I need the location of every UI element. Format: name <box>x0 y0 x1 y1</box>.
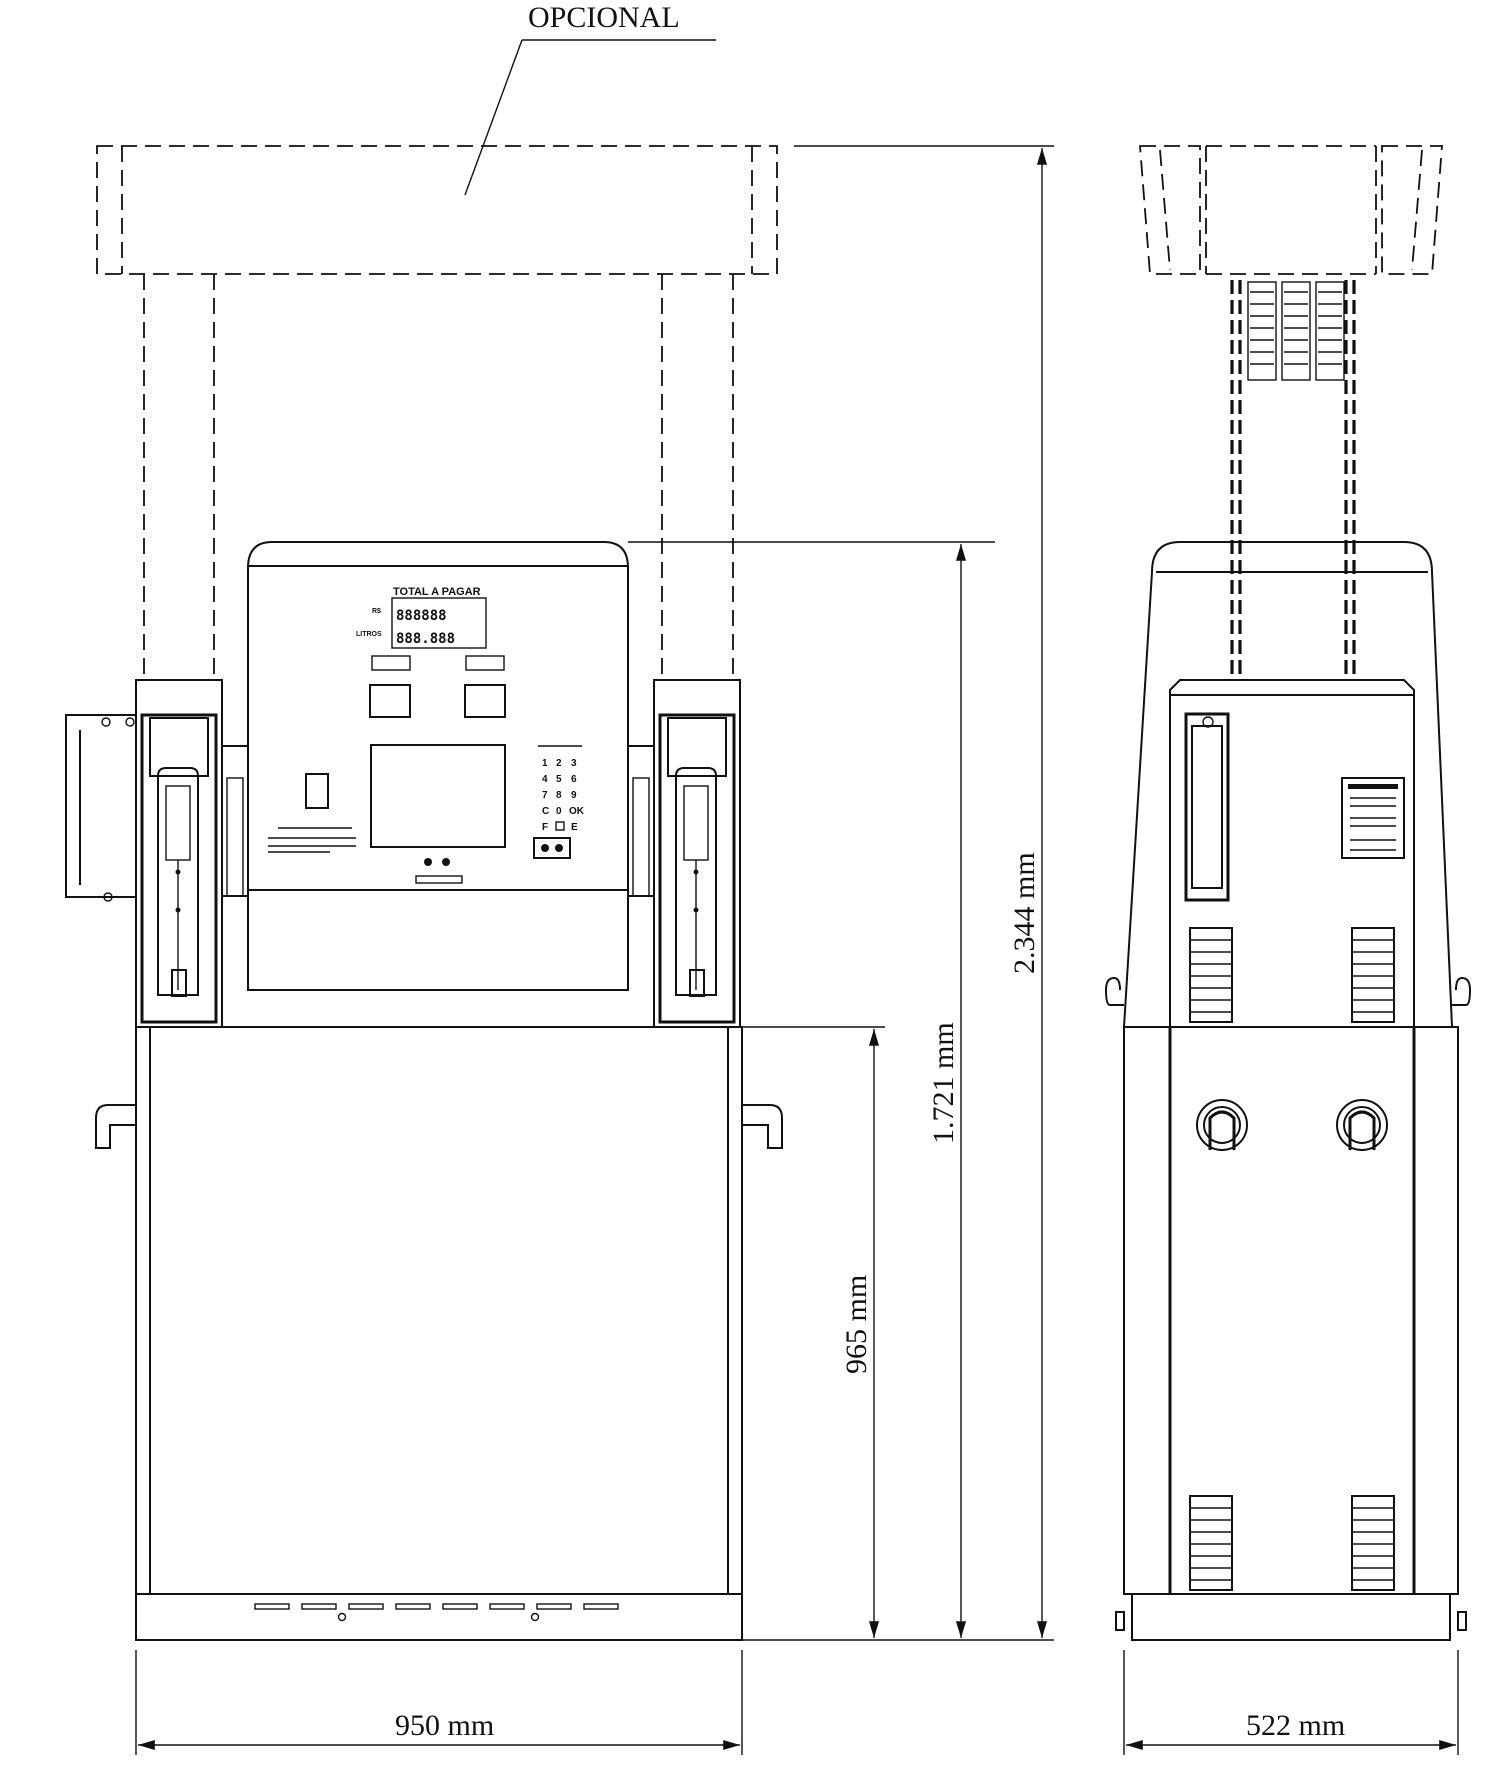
side-top-grille <box>1247 281 1345 381</box>
left-vent-grille <box>226 777 244 897</box>
price-display-left <box>371 655 411 671</box>
front-canopy-optional <box>96 145 778 680</box>
left-side-hook <box>1104 976 1124 1006</box>
product-button-left <box>369 684 411 718</box>
key-0: 0 <box>556 806 562 817</box>
right-side-hook <box>1452 976 1472 1006</box>
central-screen <box>370 744 506 848</box>
liters-label: LITROS <box>356 631 382 638</box>
base-vent-slots <box>254 1603 619 1622</box>
amount-display: 888888 <box>396 608 447 624</box>
currency-label: R$ <box>372 608 381 615</box>
side-upper-vents <box>1189 927 1395 1023</box>
key-4: 4 <box>542 774 548 785</box>
brand-plate <box>415 875 463 884</box>
left-nozzle-holster <box>65 679 223 1028</box>
front-width-dimension: 950 mm <box>395 1709 494 1742</box>
key-1: 1 <box>542 758 548 769</box>
optional-callout: OPCIONAL <box>464 1 716 196</box>
body-height-dimension: 1.721 mm <box>927 1022 960 1144</box>
keypad: 1 2 3 4 5 6 7 8 9 C 0 OK F E <box>533 745 585 859</box>
key-8: 8 <box>556 790 562 801</box>
left-hose-connector <box>95 1104 136 1149</box>
side-body <box>1104 541 1472 1641</box>
liters-display: 888.888 <box>396 631 455 647</box>
key-7: 7 <box>542 790 548 801</box>
pin-pad <box>533 837 571 859</box>
right-hose-connector <box>742 1104 783 1149</box>
total-a-pagar-label: TOTAL A PAGAR <box>393 586 481 598</box>
front-base-cabinet <box>95 1026 783 1641</box>
display-panel: TOTAL A PAGAR R$ LITROS 888888 888.888 <box>268 586 506 884</box>
key-5: 5 <box>556 774 562 785</box>
price-display-right <box>465 655 505 671</box>
key-3: 3 <box>571 758 577 769</box>
key-c: C <box>542 806 549 817</box>
side-info-plate <box>1341 777 1405 859</box>
key-6: 6 <box>571 774 577 785</box>
side-hose-connectors <box>1196 1099 1388 1151</box>
right-vent-grille <box>632 777 650 897</box>
key-ok: OK <box>569 806 585 817</box>
key-9: 9 <box>571 790 577 801</box>
side-canopy-optional <box>1139 145 1443 680</box>
card-reader-slot <box>305 773 329 809</box>
side-lower-vents <box>1189 1495 1395 1591</box>
total-height-dimension: 2.344 mm <box>1008 852 1041 974</box>
product-button-right <box>464 684 506 718</box>
dimension-lines: 2.344 mm 1.721 mm 965 mm 950 mm 522 mm <box>135 145 1459 1755</box>
optional-label: OPCIONAL <box>528 1 680 34</box>
right-nozzle-holster <box>653 679 741 1028</box>
key-2: 2 <box>556 758 562 769</box>
base-height-dimension: 965 mm <box>840 1275 873 1374</box>
side-width-dimension: 522 mm <box>1246 1709 1345 1742</box>
key-e: E <box>571 822 578 833</box>
key-f: F <box>542 822 548 833</box>
